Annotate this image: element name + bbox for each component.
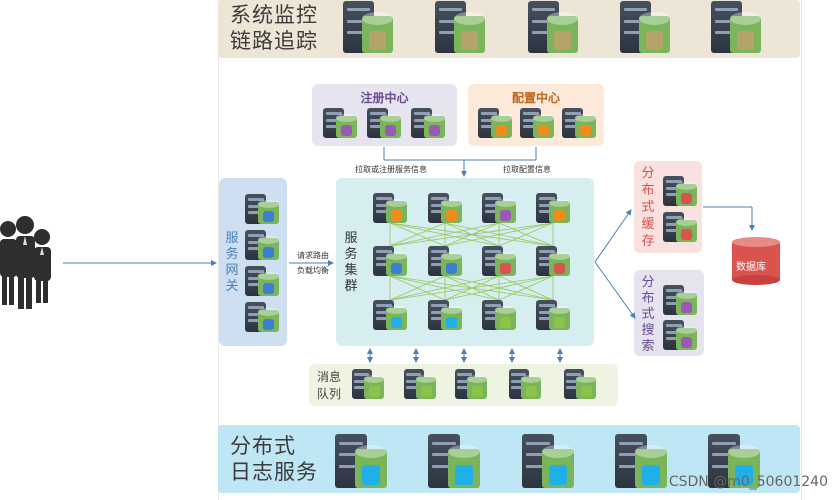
gateway-server-icon xyxy=(245,302,280,332)
cache-label-5: 存 xyxy=(641,234,655,249)
monitoring-label-line2: 链路追踪 xyxy=(230,29,318,53)
cache-label-4: 缓 xyxy=(641,217,655,232)
cluster-server-icon xyxy=(536,300,571,330)
gateway-server-icon xyxy=(245,266,280,296)
watermark: CSDN @m0_50601240 xyxy=(668,474,828,490)
log-server-icon xyxy=(428,434,481,488)
log-label-line1: 分布式 xyxy=(230,434,296,458)
cluster-label-2: 务 xyxy=(344,247,358,262)
search-label-3: 式 xyxy=(641,307,655,322)
monitor-server-icon xyxy=(435,1,485,53)
monitor-server-icon xyxy=(343,1,393,53)
log-server-icon xyxy=(615,434,668,488)
mq-server-icon xyxy=(404,369,436,399)
cluster-server-icon xyxy=(428,246,463,276)
gateway-server-icon xyxy=(245,194,280,224)
log-server-icon xyxy=(335,434,388,488)
monitor-server-icon xyxy=(711,1,761,53)
users-icon xyxy=(0,215,60,310)
cluster-server-icon xyxy=(482,246,517,276)
cluster-server-icon xyxy=(536,193,571,223)
cluster-server-icon xyxy=(482,193,517,223)
database-label: 数据库 xyxy=(736,262,766,273)
gateway-server-icon xyxy=(245,230,280,260)
edge-label-pull-config: 拉取配置信息 xyxy=(503,165,551,174)
cache-label-2: 布 xyxy=(641,183,655,198)
cache-label-3: 式 xyxy=(641,200,655,215)
cache-server-icon xyxy=(663,212,698,242)
cache-server-icon xyxy=(663,176,698,206)
log-label-line2: 日志服务 xyxy=(230,460,318,484)
config-title: 配置中心 xyxy=(511,91,560,105)
cluster-server-icon xyxy=(428,300,463,330)
cluster-server-icon xyxy=(428,193,463,223)
registry-server-icon xyxy=(411,108,446,138)
log-server-icon xyxy=(522,434,575,488)
registry-server-icon xyxy=(367,108,402,138)
cluster-label-1: 服 xyxy=(344,231,358,246)
database-icon xyxy=(731,236,781,286)
mq-label-line2: 队列 xyxy=(317,387,342,401)
cluster-server-icon xyxy=(482,300,517,330)
main-frame xyxy=(218,0,802,500)
mq-server-icon xyxy=(564,369,596,399)
config-server-icon xyxy=(520,108,555,138)
edge-label-route: 请求路由 xyxy=(297,251,329,260)
cluster-server-icon xyxy=(373,246,408,276)
monitoring-band: 系统监控 链路追踪 xyxy=(218,0,800,58)
mq-server-icon xyxy=(509,369,541,399)
monitor-server-icon xyxy=(528,1,578,53)
search-label-2: 布 xyxy=(641,291,655,306)
log-server-icon xyxy=(708,434,761,488)
search-label-1: 分 xyxy=(641,275,655,290)
edge-label-pull-register: 拉取或注册服务信息 xyxy=(355,165,427,174)
gateway-label-2: 务 xyxy=(225,247,239,262)
cluster-label-3: 集 xyxy=(344,263,358,278)
search-server-icon xyxy=(663,285,698,315)
search-server-icon xyxy=(663,320,698,350)
cluster-server-icon xyxy=(373,193,408,223)
edge-label-balance: 负载均衡 xyxy=(297,266,329,275)
gateway-label-3: 网 xyxy=(225,263,239,278)
cluster-server-icon xyxy=(373,300,408,330)
gateway-label-1: 服 xyxy=(225,231,239,246)
cluster-server-icon xyxy=(536,246,571,276)
registry-server-icon xyxy=(323,108,358,138)
search-label-5: 索 xyxy=(641,339,655,354)
config-server-icon xyxy=(478,108,513,138)
search-label-4: 搜 xyxy=(641,323,655,338)
cache-label-1: 分 xyxy=(641,166,655,181)
monitoring-label-line1: 系统监控 xyxy=(230,3,318,27)
monitor-server-icon xyxy=(620,1,670,53)
gateway-label-4: 关 xyxy=(225,279,239,294)
mq-server-icon xyxy=(455,369,487,399)
log-band: 分布式 日志服务 xyxy=(218,425,800,493)
cluster-label-4: 群 xyxy=(344,279,358,294)
mq-server-icon xyxy=(352,369,384,399)
mq-label-line1: 消息 xyxy=(317,370,342,384)
registry-title: 注册中心 xyxy=(360,91,409,105)
config-server-icon xyxy=(562,108,597,138)
